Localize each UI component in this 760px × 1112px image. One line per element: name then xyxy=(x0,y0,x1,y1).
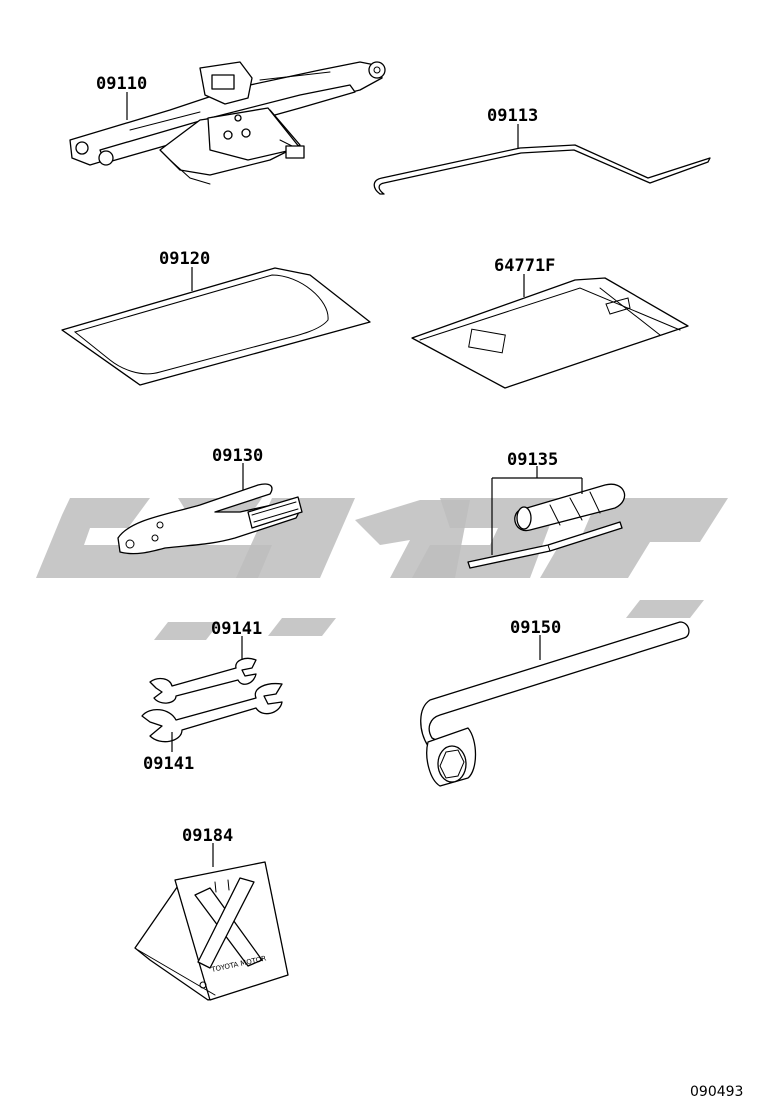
tool-bag-label: 09120 xyxy=(159,249,210,269)
warning-triangle-chock-drawing[interactable]: TOYOTA MOTOR xyxy=(134,861,289,1001)
wrench-lower-drawing[interactable] xyxy=(141,682,283,743)
wrench-upper-drawing[interactable] xyxy=(149,657,257,704)
wheel-nut-wrench-drawing[interactable] xyxy=(420,621,690,787)
jack-label: 09110 xyxy=(96,74,147,94)
screwdriver-label: 09135 xyxy=(507,450,558,470)
screwdriver-drawing[interactable] xyxy=(467,483,626,569)
wrench-lower-label: 09141 xyxy=(143,754,194,774)
wrench-upper-label: 09141 xyxy=(211,619,262,639)
jack-handle-drawing[interactable] xyxy=(373,144,711,195)
pliers-drawing[interactable] xyxy=(117,483,303,555)
jack-handle-label: 09113 xyxy=(487,106,538,126)
warning-triangle-chock-label: 09184 xyxy=(182,826,233,846)
tool-bag-drawing[interactable] xyxy=(61,267,371,386)
watermark-logo xyxy=(36,498,728,640)
figure-number: 090493 xyxy=(690,1084,743,1100)
manual-pouch-drawing[interactable] xyxy=(411,277,689,389)
jack-drawing[interactable] xyxy=(69,61,386,185)
pliers-label: 09130 xyxy=(212,446,263,466)
wheel-nut-wrench-label: 09150 xyxy=(510,618,561,638)
manual-pouch-label: 64771F xyxy=(494,256,555,276)
